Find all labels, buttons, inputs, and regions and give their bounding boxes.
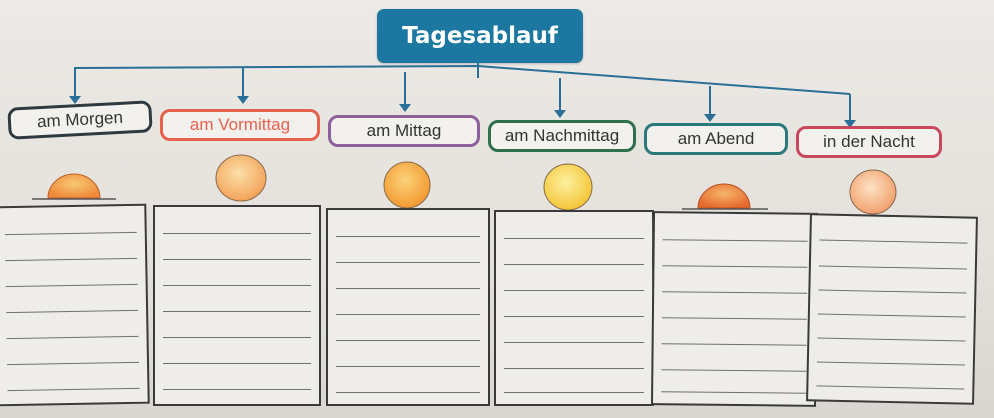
writing-box-nacht[interactable] <box>806 213 978 405</box>
sun-icon <box>543 163 593 211</box>
arrow-head-icon <box>399 104 411 112</box>
period-label-text: am Nachmittag <box>504 126 620 145</box>
period-label-text: am Morgen <box>36 107 124 132</box>
title-box: Tagesablauf <box>377 9 583 63</box>
writing-box-vormittag[interactable] <box>153 205 321 406</box>
period-label-nacht: in der Nacht <box>796 126 942 158</box>
sun-icon <box>849 169 897 215</box>
rising-sun-icon <box>32 173 116 200</box>
period-label-vormittag: am Vormittag <box>160 109 320 141</box>
writing-box-mittag[interactable] <box>326 208 490 406</box>
arrow-head-icon <box>704 114 716 122</box>
sun-icon <box>383 161 431 209</box>
period-label-text: am Mittag <box>366 121 442 140</box>
arrow-head-icon <box>69 96 81 104</box>
writing-box-abend[interactable] <box>650 211 819 407</box>
period-label-text: am Vormittag <box>189 115 291 134</box>
period-label-abend: am Abend <box>644 123 788 155</box>
setting-sun-icon <box>682 183 768 210</box>
period-label-text: am Abend <box>677 129 755 148</box>
period-label-mittag: am Mittag <box>328 115 480 147</box>
writing-box-morgen[interactable] <box>0 203 150 407</box>
sun-icon <box>215 154 267 202</box>
title-text: Tagesablauf <box>402 23 558 49</box>
arrow-head-icon <box>237 96 249 104</box>
arrow-head-icon <box>554 110 566 118</box>
period-label-nachmittag: am Nachmittag <box>488 120 636 152</box>
writing-box-nachmittag[interactable] <box>494 210 654 406</box>
period-label-text: in der Nacht <box>823 132 915 151</box>
arrow-head-icon <box>844 120 856 128</box>
